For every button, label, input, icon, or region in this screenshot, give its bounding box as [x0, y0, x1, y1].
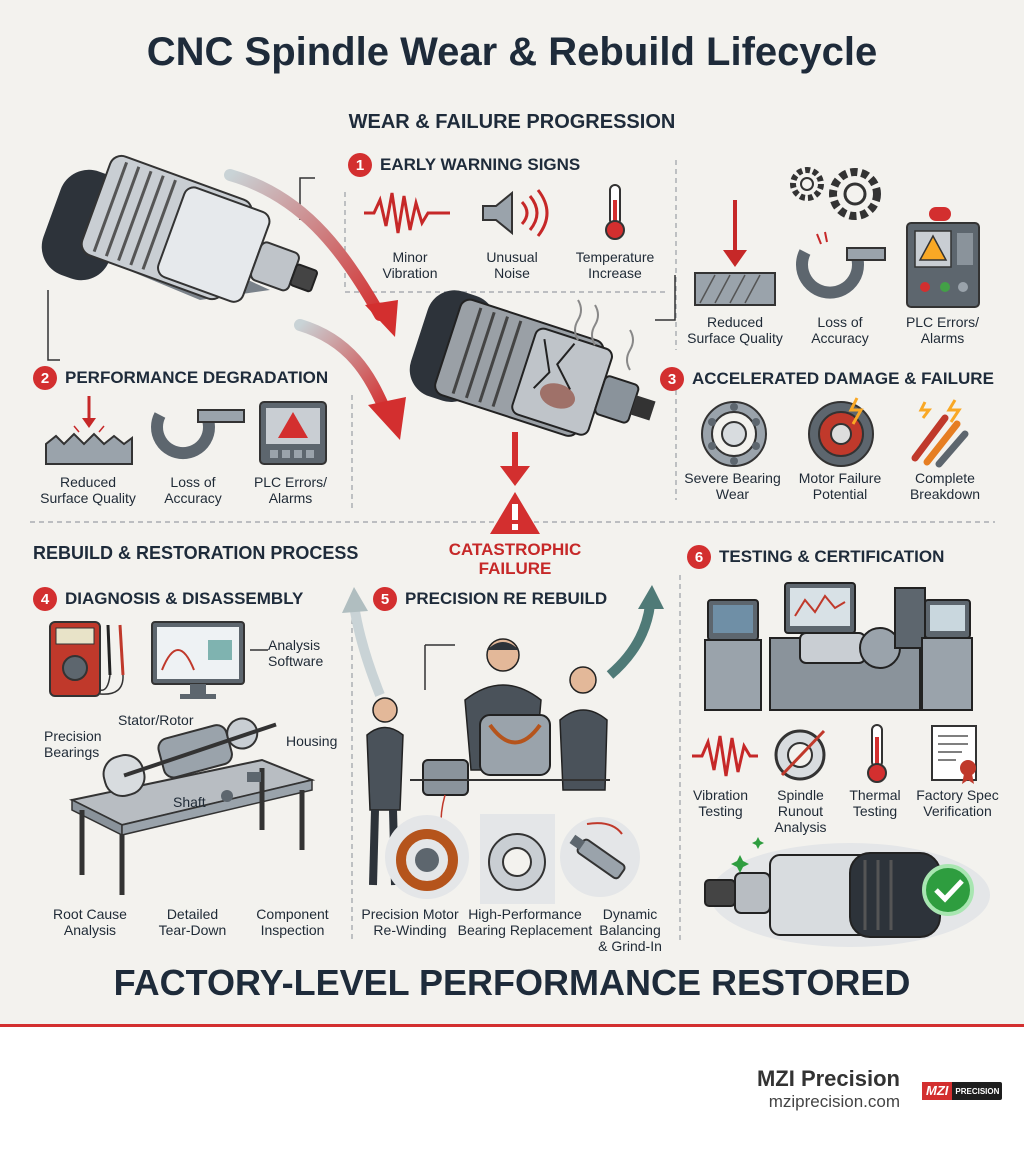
- step6-title: TESTING & CERTIFICATION: [719, 547, 945, 566]
- callout-precision-bearings: Precision Bearings: [44, 728, 102, 760]
- step4-item-1: Root Cause Analysis: [53, 906, 127, 938]
- motor-failure-icon: [808, 397, 874, 467]
- callout-shaft: Shaft: [173, 794, 206, 810]
- catastrophic-failure-label: CATASTROPHIC FAILURE: [448, 540, 582, 578]
- restored-spindle-illustration: [704, 837, 990, 947]
- micrometer-icon: [796, 231, 886, 299]
- step6-item-4: Factory Spec Verification: [916, 787, 999, 819]
- right-top-item-1: Reduced Surface Quality: [687, 314, 783, 346]
- section-dividers: [30, 160, 995, 940]
- wear-section-heading: WEAR & FAILURE PROGRESSION: [348, 111, 676, 133]
- step4-badge: 4: [33, 587, 57, 611]
- breakdown-icon: [911, 399, 969, 468]
- plc-alarm-panel-icon: [906, 207, 980, 308]
- right-top-item-3: PLC Errors/ Alarms: [905, 314, 980, 346]
- bearing-wear-icon: [701, 401, 767, 467]
- speaker-noise-icon: [482, 189, 549, 237]
- callout-analysis-software: Analysis Software: [268, 637, 324, 669]
- step5-item-1: Precision Motor Re-Winding: [361, 906, 459, 938]
- rebuild-component-icons: [385, 814, 640, 904]
- mzi-logo: MZI PRECISION: [922, 1082, 1002, 1100]
- step3-item-1: Severe Bearing Wear: [684, 470, 781, 502]
- step2-heading: 2 PERFORMANCE DEGRADATION: [33, 366, 328, 390]
- step3-heading: 3 ACCELERATED DAMAGE & FAILURE: [660, 367, 994, 391]
- vibration-testing-icon: [692, 735, 758, 777]
- step4-title: DIAGNOSIS & DISASSEMBLY: [65, 589, 304, 608]
- step2-item-3: PLC Errors/ Alarms: [253, 474, 328, 506]
- step1-item-2: Unusual Noise: [486, 249, 538, 281]
- step6-item-3: Thermal Testing: [849, 787, 901, 819]
- vibration-wave-icon: [364, 192, 450, 234]
- footer-url[interactable]: mziprecision.com: [768, 1092, 900, 1111]
- footer-company-name: MZI Precision: [756, 1066, 900, 1091]
- callout-housing: Housing: [286, 733, 338, 749]
- micrometer-icon-2: [151, 409, 245, 460]
- step3-title: ACCELERATED DAMAGE & FAILURE: [692, 369, 994, 388]
- performance-restored-banner: FACTORY-LEVEL PERFORMANCE RESTORED: [113, 962, 911, 1003]
- callout-analysis: [250, 649, 268, 651]
- step2-badge: 2: [33, 366, 57, 390]
- step1-title: EARLY WARNING SIGNS: [380, 155, 581, 174]
- failure-warning-icon: [490, 432, 540, 534]
- cycle-arrows: [342, 585, 664, 697]
- runout-gauge-icon: [774, 729, 826, 781]
- step6-item-2: Spindle Runout Analysis: [774, 787, 827, 835]
- step2-title: PERFORMANCE DEGRADATION: [65, 368, 329, 387]
- step1-heading: 1 EARLY WARNING SIGNS: [348, 153, 580, 177]
- certificate-icon: [931, 725, 977, 784]
- right-top-item-2: Loss of Accuracy: [811, 314, 869, 346]
- thermal-testing-icon: [867, 724, 887, 783]
- step6-badge: 6: [687, 545, 711, 569]
- step5-item-2: High-Performance Bearing Replacement: [457, 906, 593, 938]
- logo-mark: MZI: [922, 1082, 953, 1100]
- callout-stator-rotor: Stator/Rotor: [118, 712, 194, 728]
- gears-icon: [790, 167, 881, 220]
- logo-sub: PRECISION: [955, 1086, 1000, 1096]
- page-title: CNC Spindle Wear & Rebuild Lifecycle: [146, 30, 878, 74]
- damaged-spindle-illustration: [409, 290, 656, 437]
- step4-heading: 4 DIAGNOSIS & DISASSEMBLY: [33, 587, 303, 611]
- step3-item-3: Complete Breakdown: [909, 470, 981, 502]
- step6-item-1: Vibration Testing: [692, 787, 748, 819]
- step5-item-3: Dynamic Balancing & Grind-In: [598, 906, 662, 954]
- step5-badge: 5: [373, 587, 397, 611]
- surface-roughness-icon: [45, 396, 133, 465]
- thermometer-icon: [605, 184, 625, 240]
- step1-badge: 1: [348, 153, 372, 177]
- step1-item-1: Minor Vibration: [382, 249, 438, 281]
- step5-heading: 5 PRECISION RE REBUILD: [373, 587, 607, 611]
- plc-screen-icon: [259, 401, 327, 465]
- progression-arrows: [224, 169, 406, 440]
- step5-title: PRECISION RE REBUILD: [405, 589, 608, 608]
- callout-line-step3: [655, 275, 676, 321]
- healthy-spindle-illustration: [41, 154, 319, 303]
- multimeter-icon: [49, 621, 125, 697]
- step6-heading: 6 TESTING & CERTIFICATION: [687, 545, 944, 569]
- step1-item-3: Temperature Increase: [575, 249, 655, 281]
- test-station-illustration: [704, 582, 973, 711]
- footer: [0, 1024, 1024, 1157]
- technicians-rebuild-illustration: [366, 638, 610, 886]
- step3-badge: 3: [660, 367, 684, 391]
- step4-item-3: Component Inspection: [256, 906, 329, 938]
- step3-item-2: Motor Failure Potential: [798, 470, 882, 502]
- rebuild-section-heading: REBUILD & RESTORATION PROCESS: [33, 543, 359, 563]
- surface-quality-down-icon: [694, 200, 776, 306]
- workbench-illustration: [68, 717, 316, 895]
- step2-item-2: Loss of Accuracy: [164, 474, 222, 506]
- analysis-monitor-icon: [151, 621, 245, 699]
- step2-item-1: Reduced Surface Quality: [40, 474, 136, 506]
- step4-item-2: Detailed Tear-Down: [158, 906, 227, 938]
